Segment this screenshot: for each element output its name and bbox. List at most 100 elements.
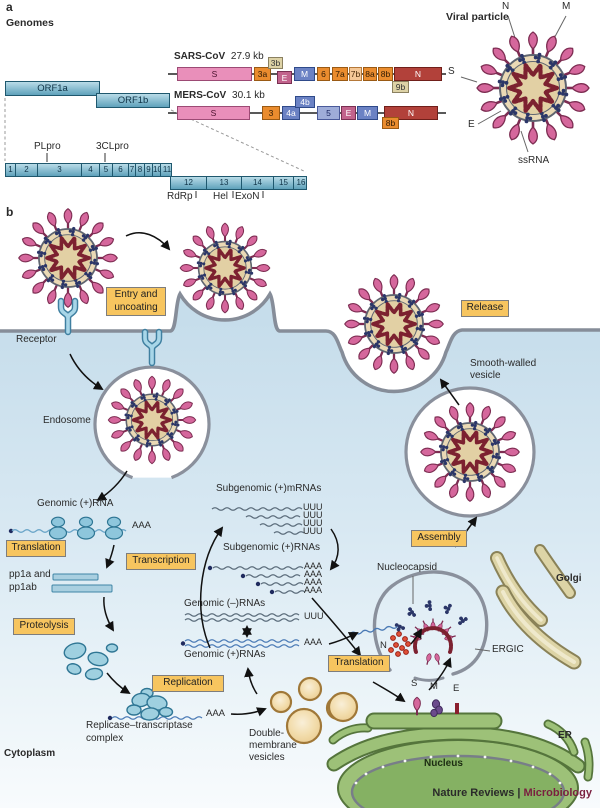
aaa-ribo: AAA bbox=[132, 520, 152, 531]
gene-mers-s: S bbox=[177, 106, 250, 120]
plasma-membrane bbox=[0, 290, 600, 394]
particle-n-label: N bbox=[502, 1, 510, 12]
m-er-label: M bbox=[430, 681, 438, 692]
orf1b-bar: ORF1b bbox=[96, 93, 170, 108]
golgi-label: Golgi bbox=[556, 573, 582, 584]
gene-sars-8b: 8b bbox=[378, 67, 393, 81]
gene-sars-m: M bbox=[294, 67, 315, 81]
translation-box-1: Translation bbox=[6, 540, 66, 557]
aaa-2: AAA bbox=[304, 569, 323, 579]
exon-label: ExoN bbox=[235, 191, 260, 202]
sub-rnas-label: Subgenomic (+)RNAs bbox=[223, 542, 320, 553]
release-box: Release bbox=[461, 300, 509, 317]
panel-b-tag: b bbox=[6, 205, 14, 219]
dmv-label-3: vesicles bbox=[249, 752, 285, 763]
replication-box: Replication bbox=[152, 675, 224, 692]
nsp-4: 4 bbox=[81, 164, 99, 176]
nsp-5: 5 bbox=[99, 164, 112, 176]
sub-mrnas-label: Subgenomic (+)mRNAs bbox=[216, 483, 322, 494]
pointer-lines bbox=[412, 15, 567, 652]
gene-sars-3a: 3a bbox=[254, 67, 271, 81]
viral-particle-shape bbox=[477, 32, 589, 144]
viral-particle-title: Viral particle bbox=[446, 11, 509, 23]
mers-name: MERS-CoV bbox=[174, 90, 227, 101]
mers-title: MERS-CoV 30.1 kb bbox=[174, 90, 265, 102]
nsp12-16-bar: 12 13 14 15 16 bbox=[170, 176, 307, 190]
subgenomic-rna-lines bbox=[207, 565, 306, 595]
gene-sars-n: N bbox=[394, 67, 442, 81]
gene-mers-4b: 4b bbox=[295, 96, 315, 108]
e-er-label: E bbox=[453, 683, 460, 694]
gene-mers-5: 5 bbox=[317, 106, 340, 120]
s-er-label: S bbox=[411, 678, 418, 689]
sars-title: SARS-CoV 27.9 kb bbox=[174, 51, 264, 63]
er-label: ER bbox=[558, 730, 572, 741]
replicase-label-1: Replicase–transcriptase bbox=[86, 720, 193, 731]
panel-a-tag: a bbox=[6, 0, 13, 14]
expansion-dashed-lines bbox=[4, 98, 307, 173]
plpro-label: PLpro bbox=[34, 141, 61, 152]
flow-arrows bbox=[69, 232, 478, 717]
hel-label: Hel bbox=[213, 191, 229, 202]
particle-s-label: S bbox=[448, 66, 455, 77]
vesicle-label-2: vesicle bbox=[470, 370, 501, 381]
nsp-15: 15 bbox=[273, 177, 293, 189]
virion-entering bbox=[180, 223, 270, 313]
footer-topic: Microbiology bbox=[523, 787, 592, 799]
golgi-shape bbox=[490, 544, 582, 670]
gene-sars-7a: 7a bbox=[332, 67, 348, 81]
gene-sars-7b: 7b bbox=[349, 67, 362, 81]
uuu-1: UUU bbox=[303, 502, 323, 512]
footer-journal: Nature Reviews bbox=[432, 787, 515, 799]
ergic-shape bbox=[372, 570, 489, 682]
er-membrane-proteins bbox=[412, 696, 459, 718]
nsp-9: 9 bbox=[144, 164, 152, 176]
transcription-box: Transcription bbox=[126, 553, 196, 570]
gene-mers-e: E bbox=[341, 106, 356, 120]
domain-ticks bbox=[46, 153, 264, 198]
ergic-label: ERGIC bbox=[492, 644, 524, 655]
nsp-7: 7 bbox=[128, 164, 135, 176]
virion-in-endosome bbox=[108, 376, 195, 463]
receptor-label: Receptor bbox=[16, 334, 57, 345]
particle-ssrna-label: ssRNA bbox=[518, 155, 550, 166]
gene-sars-6: 6 bbox=[317, 67, 330, 81]
panel-a-title: Genomes bbox=[6, 17, 54, 29]
pp1a-label: pp1a and bbox=[9, 569, 51, 580]
mers-size: 30.1 kb bbox=[232, 90, 265, 101]
uuu-5: UUU bbox=[304, 611, 324, 621]
particle-m-label: M bbox=[562, 1, 571, 12]
gene-sars-8a: 8a bbox=[363, 67, 377, 81]
gene-mers-8b: 8b bbox=[382, 117, 399, 129]
n-dots-label: N bbox=[380, 640, 387, 651]
nsp-6: 6 bbox=[112, 164, 128, 176]
aaa-1: AAA bbox=[304, 561, 323, 571]
nsp-3: 3 bbox=[37, 164, 81, 176]
genomic-rna-label: Genomic (+)RNA bbox=[37, 498, 114, 509]
aaa-5: AAA bbox=[304, 637, 323, 647]
gene-mers-m: M bbox=[357, 106, 378, 120]
genomic-minus-label: Genomic (–)RNAs bbox=[184, 598, 266, 609]
gene-mers-3: 3 bbox=[262, 106, 280, 120]
orf1a-bar: ORF1a bbox=[5, 81, 100, 96]
gene-sars-3b: 3b bbox=[268, 57, 283, 69]
endosome-label: Endosome bbox=[43, 415, 91, 426]
translation-box-2: Translation bbox=[328, 655, 390, 672]
gene-sars-s: S bbox=[177, 67, 252, 81]
nsp-11: 11 bbox=[160, 164, 173, 176]
er-shape bbox=[326, 712, 594, 782]
nsp-14: 14 bbox=[241, 177, 273, 189]
gene-mers-4a: 4a bbox=[282, 106, 300, 120]
gene-sars-e: E bbox=[277, 71, 292, 84]
uuu-3: UUU bbox=[303, 518, 323, 528]
replicase-label-2: complex bbox=[86, 733, 124, 744]
footer-separator: | bbox=[517, 787, 521, 799]
uuu-2: UUU bbox=[303, 510, 323, 520]
double-membrane-vesicles bbox=[269, 676, 359, 745]
aaa-3: AAA bbox=[304, 577, 323, 587]
nsp-blobs bbox=[63, 642, 119, 681]
virion-releasing bbox=[345, 275, 444, 374]
nsp1-11-bar: 1 2 3 4 5 6 7 8 9 10 11 bbox=[5, 163, 172, 177]
